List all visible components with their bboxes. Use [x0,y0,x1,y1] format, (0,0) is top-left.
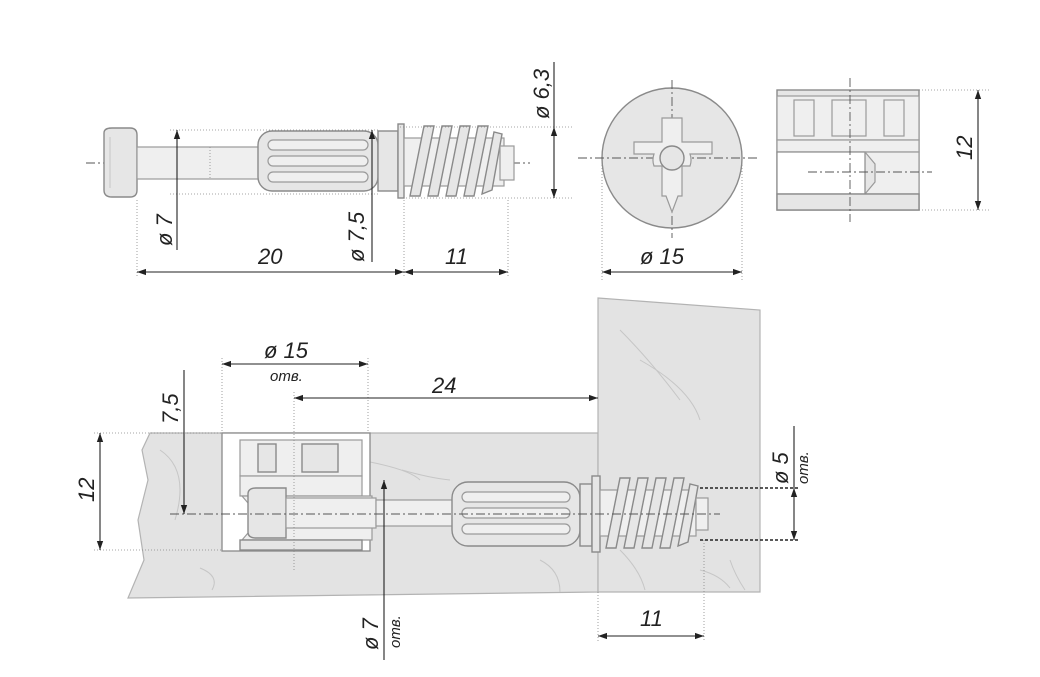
assembly-section: ø 15 отв. 24 7,5 12 ø 5 отв. ø 7 отв. 11 [74,297,812,660]
cam-side-view: 12 [776,78,990,222]
cam-end-view: ø 15 [578,80,760,280]
dim-d15-hole-sub: отв. [270,368,303,385]
dim-len11-bottom: 11 [640,606,663,631]
dim-h12-left: 12 [74,478,99,502]
dim-h12-right: 12 [952,136,977,160]
dim-d15: ø 15 [640,244,685,269]
dim-d7-hole: ø 7 [358,617,383,650]
dim-d15-hole: ø 15 [264,338,309,363]
bolt-side-view: ø 7 ø 7,5 ø 6,3 20 11 [86,62,572,278]
dim-d75-left: 7,5 [158,393,183,424]
dim-len24: 24 [431,373,456,398]
dim-d63: ø 6,3 [529,68,554,119]
dim-d5: ø 5 [768,451,793,484]
dim-d7-hole-sub: отв. [387,615,404,648]
dim-d5-sub: отв. [795,451,812,484]
dim-len11-top: 11 [445,244,468,269]
dim-d7: ø 7 [152,213,177,246]
dim-len20: 20 [257,244,283,269]
dim-d75: ø 7,5 [344,211,369,262]
